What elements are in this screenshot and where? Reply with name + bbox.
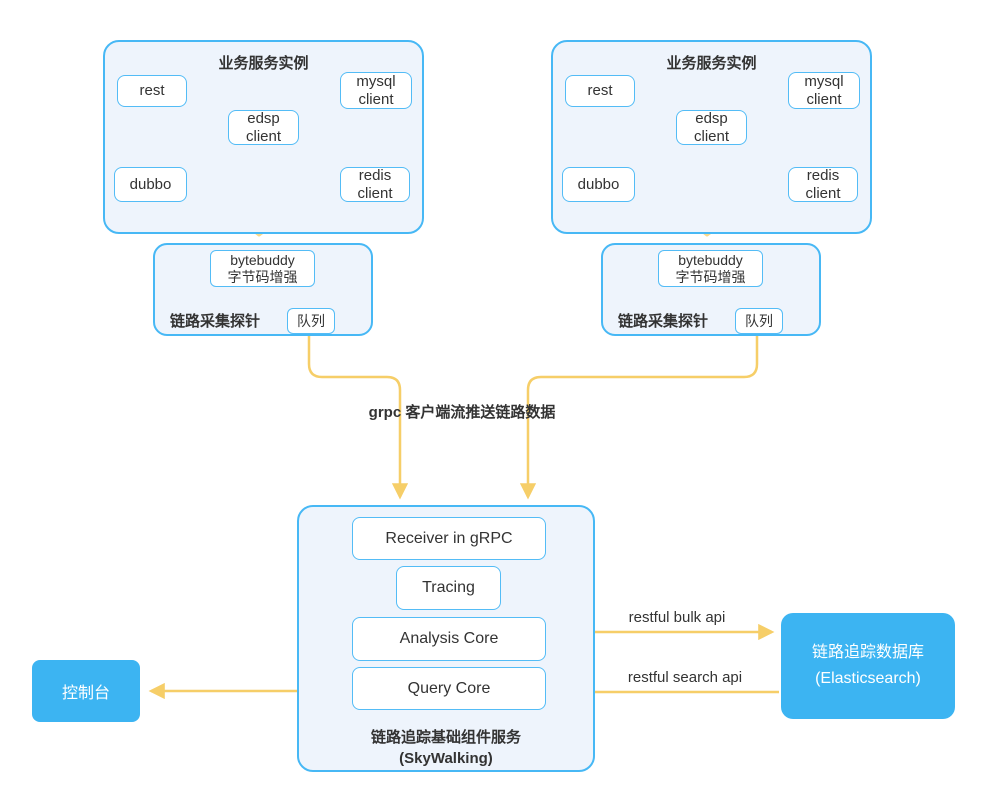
skywalking-caption: 链路追踪基础组件服务 (SkyWalking) xyxy=(370,729,521,767)
component-tracing: Tracing xyxy=(396,566,501,610)
node-redis-client: redis client xyxy=(788,167,858,202)
bulk-api-label: restful bulk api xyxy=(628,609,726,626)
service-group-right: 业务服务实例 rest mysql client edsp client dub… xyxy=(551,40,872,337)
probe-box: bytebuddy 字节码增强 链路采集探针 队列 xyxy=(153,243,373,336)
node-dubbo: dubbo xyxy=(562,167,635,202)
node-queue: 队列 xyxy=(287,308,335,334)
grpc-push-label: grpc 客户端流推送链路数据 xyxy=(368,404,556,421)
probe-label: 链路采集探针 xyxy=(170,313,261,330)
node-redis-client: redis client xyxy=(340,167,410,202)
node-edsp-client: edsp client xyxy=(676,110,747,145)
service-instances-title: 业务服务实例 xyxy=(218,55,309,72)
elasticsearch-box: 链路追踪数据库 (Elasticsearch) xyxy=(781,613,955,719)
component-receiver-grpc: Receiver in gRPC xyxy=(352,517,546,560)
node-bytebuddy-enhancer: bytebuddy 字节码增强 xyxy=(658,250,763,287)
node-dubbo: dubbo xyxy=(114,167,187,202)
service-instances-box: 业务服务实例 rest mysql client edsp client dub… xyxy=(103,40,424,234)
probe-box: bytebuddy 字节码增强 链路采集探针 队列 xyxy=(601,243,821,336)
node-mysql-client: mysql client xyxy=(788,72,860,109)
node-edsp-client: edsp client xyxy=(228,110,299,145)
service-instances-box: 业务服务实例 rest mysql client edsp client dub… xyxy=(551,40,872,234)
node-rest: rest xyxy=(117,75,187,107)
service-instances-title: 业务服务实例 xyxy=(666,55,757,72)
probe-label: 链路采集探针 xyxy=(618,313,709,330)
search-api-label: restful search api xyxy=(627,669,743,686)
node-queue: 队列 xyxy=(735,308,783,334)
console-box: 控制台 xyxy=(32,660,140,722)
component-analysis-core: Analysis Core xyxy=(352,617,546,661)
component-query-core: Query Core xyxy=(352,667,546,710)
node-bytebuddy-enhancer: bytebuddy 字节码增强 xyxy=(210,250,315,287)
service-group-left: 业务服务实例 rest mysql client edsp client dub… xyxy=(103,40,424,337)
node-mysql-client: mysql client xyxy=(340,72,412,109)
skywalking-box: Receiver in gRPC Tracing Analysis Core Q… xyxy=(297,505,595,772)
node-rest: rest xyxy=(565,75,635,107)
